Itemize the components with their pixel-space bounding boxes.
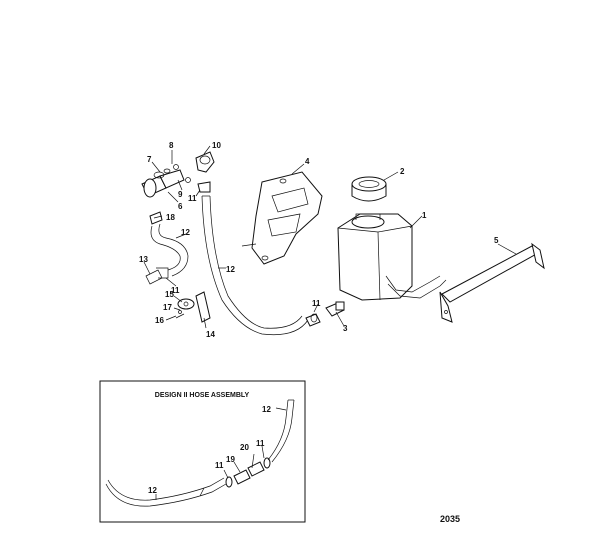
inset-title: DESIGN II HOSE ASSEMBLY [155,392,250,399]
callout-7: 7 [147,155,152,164]
callout-17: 17 [163,303,172,312]
callout-12-short: 12 [181,228,190,237]
hose-clamp [310,313,318,323]
filler-cap [351,176,387,202]
inset-callout-12-lower: 12 [148,486,157,495]
callout-6: 6 [178,202,183,211]
callout-11-lower: 11 [171,286,180,295]
reservoir-tank [337,213,447,301]
callout-labels: 1 2 3 4 5 6 7 8 9 10 11 11 11 12 12 13 1… [139,141,499,339]
figure-number: 2035 [440,514,460,524]
callout-2: 2 [400,167,405,176]
clamp-assembly [175,291,211,323]
inset-callout-12-upper: 12 [262,405,271,414]
inset-callout-20: 20 [240,443,249,452]
callout-11-upper: 11 [188,194,197,203]
upper-fitting-cluster [141,164,191,198]
callout-16: 16 [155,316,164,325]
inset-callout-11-left: 11 [215,461,224,470]
inset-border [99,380,306,523]
callout-9: 9 [178,190,183,199]
callout-12-main: 12 [226,265,235,274]
callout-3: 3 [343,324,348,333]
inset-design-ii: DESIGN II HOSE ASSEMBLY 12 11 20 19 11 1… [99,380,306,523]
inset-callout-19: 19 [226,455,235,464]
callout-15: 15 [165,290,174,299]
tank-fitting [325,301,345,317]
callout-18: 18 [166,213,175,222]
callout-13: 13 [139,255,148,264]
callout-5: 5 [494,236,499,245]
mounting-bracket [241,171,323,265]
hose-end-fitting [197,181,211,193]
callout-10: 10 [212,141,221,150]
callout-8: 8 [169,141,174,150]
retaining-strap [439,242,545,323]
short-hose-assembly [145,211,189,285]
leader-lines [143,145,517,329]
inset-callout-11-right: 11 [256,439,265,448]
elbow-fitting [195,151,215,173]
callout-14: 14 [206,330,215,339]
callout-4: 4 [305,157,310,166]
callout-1: 1 [422,211,427,220]
callout-11-right: 11 [312,299,321,308]
main-hose [201,195,321,336]
